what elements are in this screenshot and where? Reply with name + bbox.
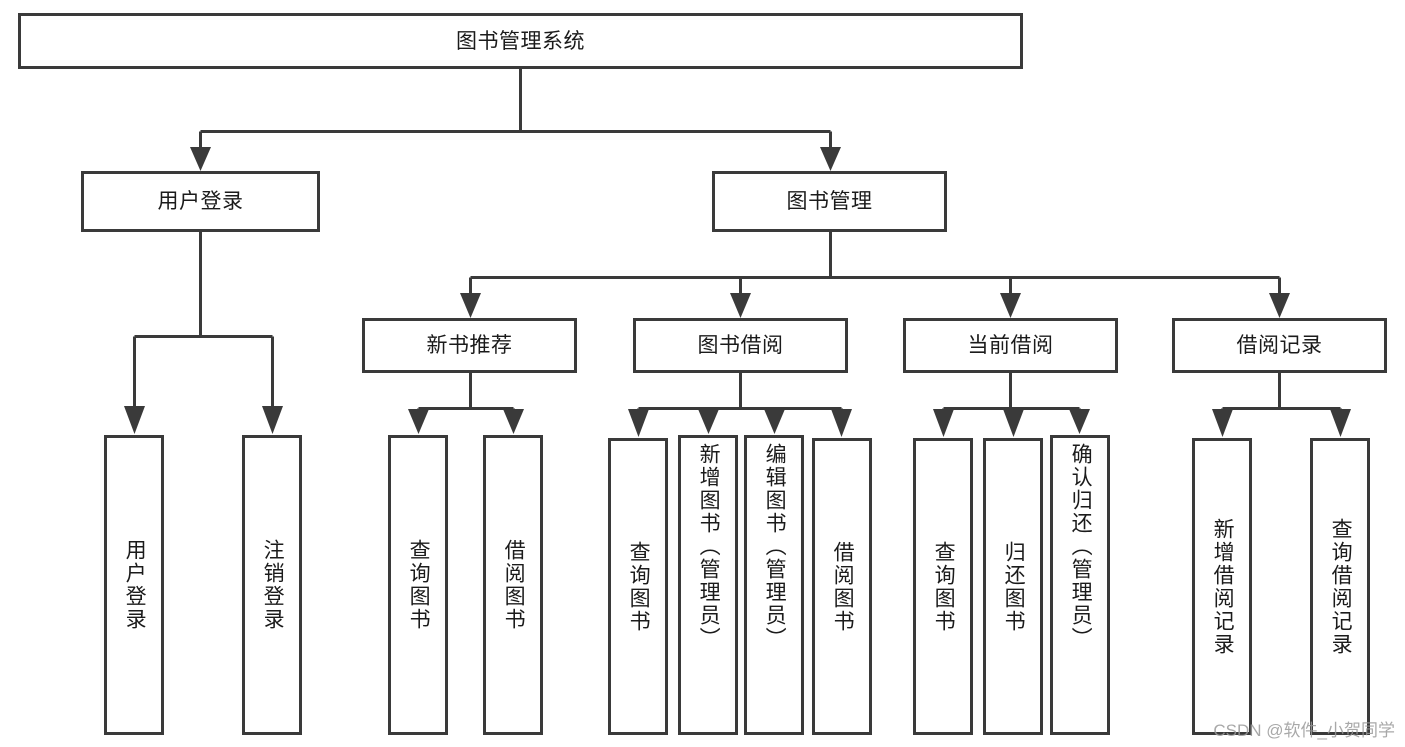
arrow-head-leaf-confirm-return-admin [1069, 409, 1090, 434]
connector-user-login-to-leaves [124, 231, 283, 434]
arrow-head-leaf-logout-login [262, 406, 283, 434]
node-box-leaf-add-book-admin[interactable] [678, 435, 738, 735]
node-box-leaf-logout-login[interactable] [242, 435, 302, 735]
node-box-leaf-borrow-book-recommend[interactable] [483, 435, 543, 735]
arrow-head-leaf-borrow-book-recommend [503, 409, 524, 434]
node-box-new-book-recommend[interactable] [362, 318, 577, 373]
node-box-leaf-confirm-return-admin[interactable] [1050, 435, 1110, 735]
node-box-leaf-borrow-book[interactable] [812, 438, 872, 735]
connector-new-book-recommend-to-leaves [408, 371, 524, 434]
arrow-head-book-borrow [730, 293, 751, 318]
connector-book-management-to-level2 [460, 231, 1290, 318]
arrow-head-leaf-add-book-admin [698, 409, 719, 434]
arrow-head-new-book-recommend [460, 293, 481, 318]
arrow-head-leaf-query-book-borrow [628, 409, 649, 437]
node-box-current-borrow[interactable] [903, 318, 1118, 373]
arrow-head-leaf-query-book-current [933, 409, 954, 437]
arrow-head-leaf-query-book-recommend [408, 409, 429, 434]
connector-root-to-level1 [190, 68, 841, 171]
arrow-head-borrow-record [1269, 293, 1290, 318]
node-box-leaf-query-book-borrow[interactable] [608, 438, 668, 735]
arrow-head-leaf-edit-book-admin [764, 409, 785, 434]
arrow-head-leaf-return-book [1003, 409, 1024, 437]
arrow-head-leaf-add-borrow-record [1212, 409, 1233, 437]
node-box-user-login[interactable] [81, 171, 320, 232]
node-box-leaf-edit-book-admin[interactable] [744, 435, 804, 735]
arrow-head-user-login [190, 147, 211, 171]
node-box-leaf-return-book[interactable] [983, 438, 1043, 735]
node-box-leaf-query-book-recommend[interactable] [388, 435, 448, 735]
arrow-head-leaf-query-borrow-record [1330, 409, 1351, 437]
node-box-book-management[interactable] [712, 171, 947, 232]
arrow-head-book-management [820, 147, 841, 171]
connector-book-borrow-to-leaves [628, 371, 852, 437]
node-box-borrow-record[interactable] [1172, 318, 1387, 373]
node-box-leaf-query-borrow-record[interactable] [1310, 438, 1370, 735]
arrow-head-current-borrow [1000, 293, 1021, 318]
node-box-leaf-user-login[interactable] [104, 435, 164, 735]
node-box-leaf-query-book-current[interactable] [913, 438, 973, 735]
connector-current-borrow-to-leaves [933, 371, 1090, 437]
arrow-head-leaf-borrow-book [831, 409, 852, 437]
node-box-root[interactable] [18, 13, 1023, 69]
connector-borrow-record-to-leaves [1212, 371, 1351, 437]
arrow-head-leaf-user-login [124, 406, 145, 434]
node-box-leaf-add-borrow-record[interactable] [1192, 438, 1252, 735]
node-box-book-borrow[interactable] [633, 318, 848, 373]
watermark-text: CSDN @软件_小贺同学 [1213, 721, 1395, 740]
